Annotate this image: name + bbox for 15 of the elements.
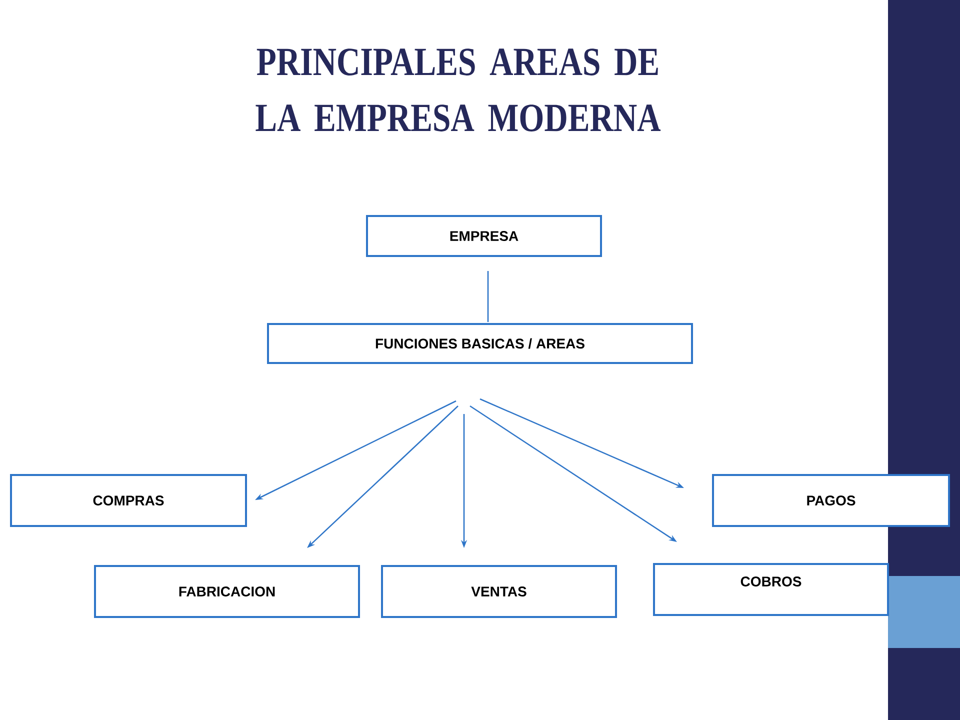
box-label: PAGOS <box>807 496 856 506</box>
box <box>653 563 890 616</box>
box <box>10 474 247 527</box>
box-label: FABRICACION <box>179 586 275 596</box>
box <box>366 215 602 257</box>
box <box>381 565 617 618</box>
box-label: EMPRESA <box>450 231 518 241</box>
box <box>94 565 360 618</box>
box-label: COBROS <box>740 576 802 586</box>
box-label: FUNCIONES BASICAS / AREAS <box>376 338 584 349</box>
box <box>267 323 693 364</box>
box <box>712 474 950 527</box>
box-label: COMPRAS <box>93 496 164 506</box>
title: PRINCIPALES AREAS DE LA EMPRESA MODERNA <box>256 48 661 132</box>
box-label: VENTAS <box>471 586 526 596</box>
